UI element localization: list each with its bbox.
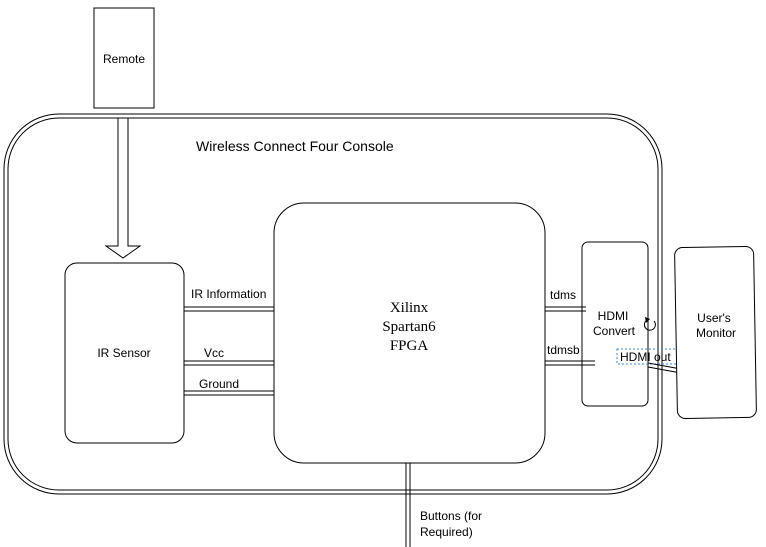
users-monitor-label-line1: User's	[697, 311, 731, 325]
vcc-connection	[184, 360, 274, 366]
remote-label: Remote	[103, 52, 145, 66]
buttons-label-line1: Buttons (for	[420, 509, 482, 523]
rotate-handle-icon[interactable]	[643, 317, 656, 331]
hdmi-out-label: HDMI out	[620, 350, 671, 364]
hdmi-convert-label-line2: Convert	[593, 324, 636, 338]
hdmi-convert-box	[581, 241, 649, 407]
remote-to-ir-arrow	[104, 117, 142, 259]
tdmsb-label: tdmsb	[547, 343, 580, 357]
buttons-connection	[405, 463, 411, 547]
ground-connection	[184, 390, 274, 396]
ir-information-connection	[184, 306, 274, 312]
users-monitor-box	[674, 245, 757, 420]
tdms-connection	[545, 306, 586, 312]
fpga-label-line3: FPGA	[390, 338, 429, 354]
tdmsb-connection	[545, 360, 595, 366]
vcc-label: Vcc	[204, 346, 224, 360]
fpga-label-line2: Spartan6	[382, 319, 436, 335]
ir-sensor-box	[64, 262, 185, 444]
tdms-label: tdms	[550, 288, 576, 302]
buttons-label-line2: Required)	[420, 525, 473, 539]
ir-sensor-label: IR Sensor	[97, 346, 150, 360]
remote-box	[93, 7, 155, 109]
hdmi-out-connection	[647, 362, 682, 374]
users-monitor-label-line2: Monitor	[696, 326, 736, 340]
hdmi-convert-label-line1: HDMI	[598, 309, 629, 323]
fpga-label-line1: Xilinx	[390, 300, 429, 316]
ir-information-label: IR Information	[191, 287, 266, 301]
ground-label: Ground	[199, 377, 239, 391]
console-title: Wireless Connect Four Console	[196, 138, 394, 154]
